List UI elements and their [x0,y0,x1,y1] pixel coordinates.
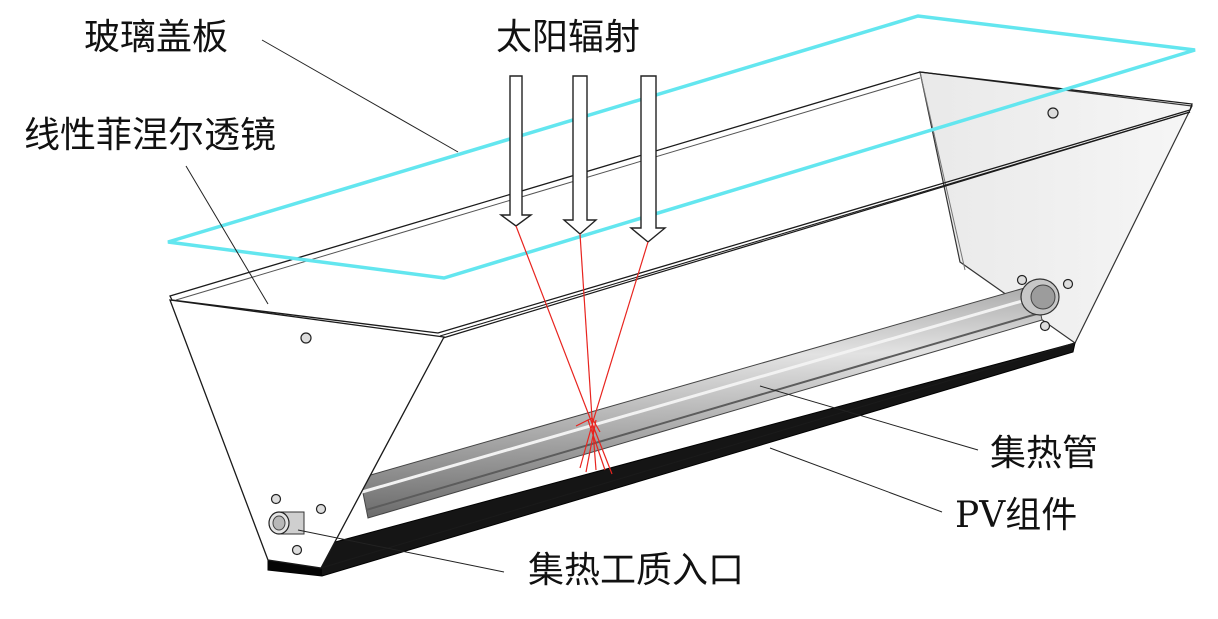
working-fluid-inlet-label: 集热工质入口 [528,550,745,591]
bolt-hole [291,544,303,556]
solar-radiation-arrows [498,75,667,243]
leader-lines [185,39,979,573]
inlet-pipe-bore [272,515,286,531]
pv-module-label: PV组件 [955,495,1078,536]
bolt-hole [1039,320,1051,332]
collector-tube-highlight [361,295,1037,494]
collector-tube-label: 集热管 [990,433,1099,474]
leader-fresnel-lens [185,165,269,305]
glass-cover-label: 玻璃盖板 [84,17,229,58]
back-lower-edge [175,77,921,301]
fresnel-lens-label: 线性菲涅尔透镜 [24,115,277,156]
solar-radiation-label: 太阳辐射 [496,17,641,58]
bolt-hole [300,332,312,344]
collector-tube-shade [365,312,1041,511]
pv-module-front-face [268,560,322,576]
bolt-hole [1062,278,1074,290]
leader-collector-tube [759,385,979,451]
front-bottom-edge [442,111,1191,339]
refracted-rays [515,225,649,475]
glass-cover [167,14,1196,280]
leader-inlet [297,529,505,573]
arrow-3 [629,75,667,243]
arrow-2 [562,75,598,235]
collector-tube [359,284,1043,519]
bolt-hole [270,493,282,505]
front-slope-edge [320,342,1076,569]
leader-pv-module [769,447,943,513]
right-wall-inner-edge [919,71,966,271]
leader-glass-cover [261,39,459,153]
collector-tube-end-inner [1030,284,1056,310]
arrow-1 [498,75,534,227]
bolt-hole [315,503,327,515]
bolt-hole [1016,274,1028,286]
bolt-hole [1047,107,1059,119]
